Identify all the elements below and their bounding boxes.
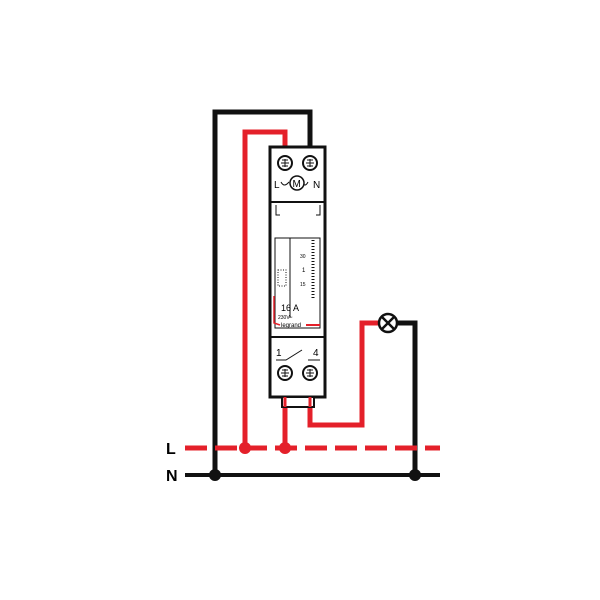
terminal-label-n: N [313, 180, 320, 191]
brand-label: legrand [281, 323, 301, 329]
junction-dot [409, 469, 421, 481]
terminal-screw-icon [302, 365, 318, 381]
terminal-screw-icon [277, 365, 293, 381]
live-bus-label: L [166, 441, 176, 458]
junction-dot [279, 442, 291, 454]
lamp-neutral-wire [397, 320, 418, 475]
terminal-label-l: L [274, 180, 280, 191]
switched-wire-lamp [307, 320, 380, 428]
motor-icon: M [289, 175, 305, 191]
terminal-screw-icon [302, 155, 318, 171]
svg-text:M: M [293, 179, 301, 190]
dial-mark: 15 [300, 282, 306, 288]
lamp-icon [377, 312, 399, 334]
terminal-screw-icon [277, 155, 293, 171]
voltage-label: 230V~ [278, 315, 293, 321]
neutral-wire-device [212, 109, 313, 475]
junction-dot [239, 442, 251, 454]
dial-mark: 1 [302, 268, 306, 274]
neutral-bus-label: N [166, 468, 178, 485]
switch-contact-icon [276, 349, 320, 361]
junction-dot [209, 469, 221, 481]
contact-label-4: 4 [313, 348, 319, 359]
rating-label: 16 A [281, 303, 299, 313]
contact-label-1: 1 [276, 348, 282, 359]
dial-mark: 30 [300, 254, 306, 260]
timer-switch-device: L N M 30 1 15 16 A 230V~ legrand 1 4 [268, 145, 327, 408]
